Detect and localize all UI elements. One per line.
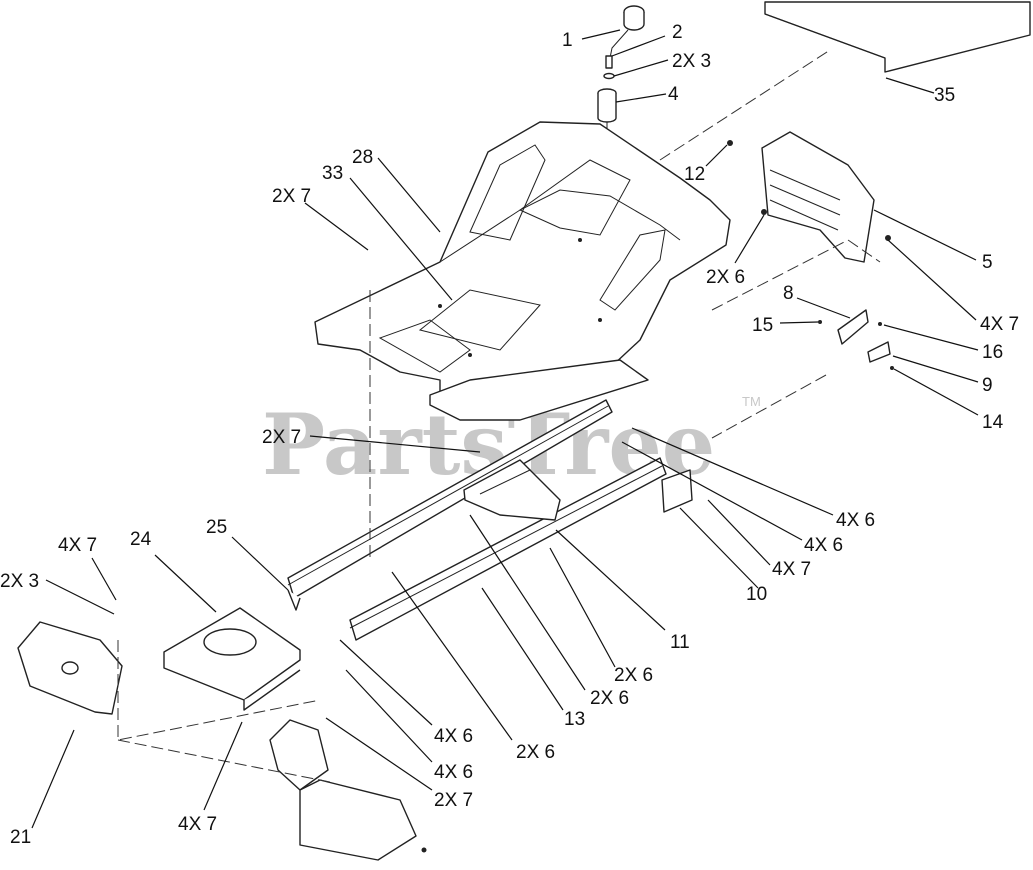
callout-10: 10	[746, 584, 767, 605]
callout-2x3: 2X 3	[672, 51, 711, 72]
part-25-frame-rail	[287, 399, 613, 611]
part-9-bracket	[867, 341, 894, 370]
callout-9: 9	[982, 375, 993, 396]
callout-2: 2	[672, 22, 683, 43]
part-12-bolt	[727, 140, 733, 146]
callout-labels: 1 2 2X 3 4 35 12 28 33 2X 7 2X 6 5 8 4X …	[0, 22, 1019, 848]
callout-2x6-c: 2X 6	[516, 742, 555, 763]
callout-16: 16	[982, 342, 1003, 363]
part-1-knob	[609, 5, 645, 59]
callout-4x6-a: 4X 6	[836, 510, 875, 531]
callout-24: 24	[130, 529, 152, 550]
callout-25: 25	[206, 517, 227, 538]
callout-5: 5	[982, 252, 993, 273]
callout-21: 21	[10, 827, 31, 848]
part-8-bracket	[818, 309, 882, 345]
callout-33: 33	[322, 163, 343, 184]
part-6-nut	[761, 209, 767, 215]
callout-28: 28	[352, 147, 373, 168]
part-24-plate	[163, 607, 301, 711]
callout-4x7-right: 4X 7	[980, 314, 1019, 335]
part-7-screw	[885, 235, 891, 241]
callout-1: 1	[562, 30, 573, 51]
part-lower-duct	[269, 719, 427, 861]
phantom-line-mid	[117, 739, 331, 783]
callout-4x7-low: 4X 7	[178, 814, 217, 835]
callout-4x7-left: 4X 7	[58, 535, 97, 556]
phantom-line-right-2	[711, 374, 827, 439]
part-2-3-bolt	[603, 55, 615, 80]
callout-11: 11	[670, 632, 690, 653]
callout-4: 4	[668, 84, 679, 105]
callout-2x6-a: 2X 6	[614, 665, 653, 686]
callout-2x6-b: 2X 6	[590, 688, 629, 709]
part-4-spacer	[597, 88, 617, 170]
part-21-bracket	[17, 621, 123, 715]
callout-2x7-mid: 2X 7	[262, 427, 301, 448]
callout-2x3-left: 2X 3	[0, 571, 39, 592]
callout-14: 14	[982, 412, 1004, 433]
callout-15: 15	[752, 315, 773, 336]
part-5-side-cover	[761, 131, 875, 263]
watermark-tm: TM	[742, 394, 761, 409]
callout-8: 8	[783, 283, 794, 304]
callout-4x6-d: 4X 6	[434, 762, 473, 783]
callout-35: 35	[934, 85, 955, 106]
callout-2x7-top: 2X 7	[272, 186, 311, 207]
callout-4x7-mid: 4X 7	[772, 559, 811, 580]
callout-2x6-top: 2X 6	[706, 267, 745, 288]
callout-2x7-low: 2X 7	[434, 790, 473, 811]
callout-4x6-b: 4X 6	[804, 535, 843, 556]
leader-lines	[31, 29, 979, 829]
callout-13: 13	[564, 709, 585, 730]
phantom-line-right	[711, 239, 881, 311]
part-28-seat-pan	[314, 121, 731, 421]
part-35-panel	[764, 1, 1031, 73]
callout-4x6-c: 4X 6	[434, 726, 473, 747]
part-11-crossmember	[463, 459, 561, 521]
callout-12: 12	[684, 164, 705, 185]
